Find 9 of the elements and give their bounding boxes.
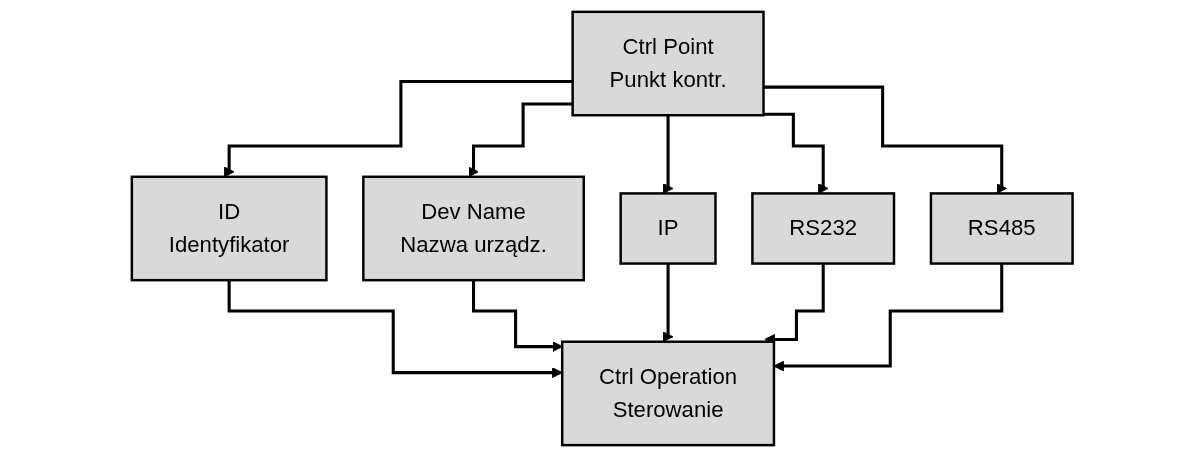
node-box: Ctrl Point Punkt kontr.: [571, 10, 765, 117]
arrow: [763, 112, 829, 194]
node-box: Ctrl Operation Sterowanie: [560, 340, 775, 447]
node-box: IP: [619, 192, 717, 265]
node-box: Dev Name Nazwa urządz.: [361, 175, 585, 282]
arrow: [763, 85, 1007, 194]
node-box: RS232: [750, 192, 896, 265]
node-box: RS485: [929, 192, 1074, 265]
node-box: ID Identyfikator: [130, 175, 328, 282]
